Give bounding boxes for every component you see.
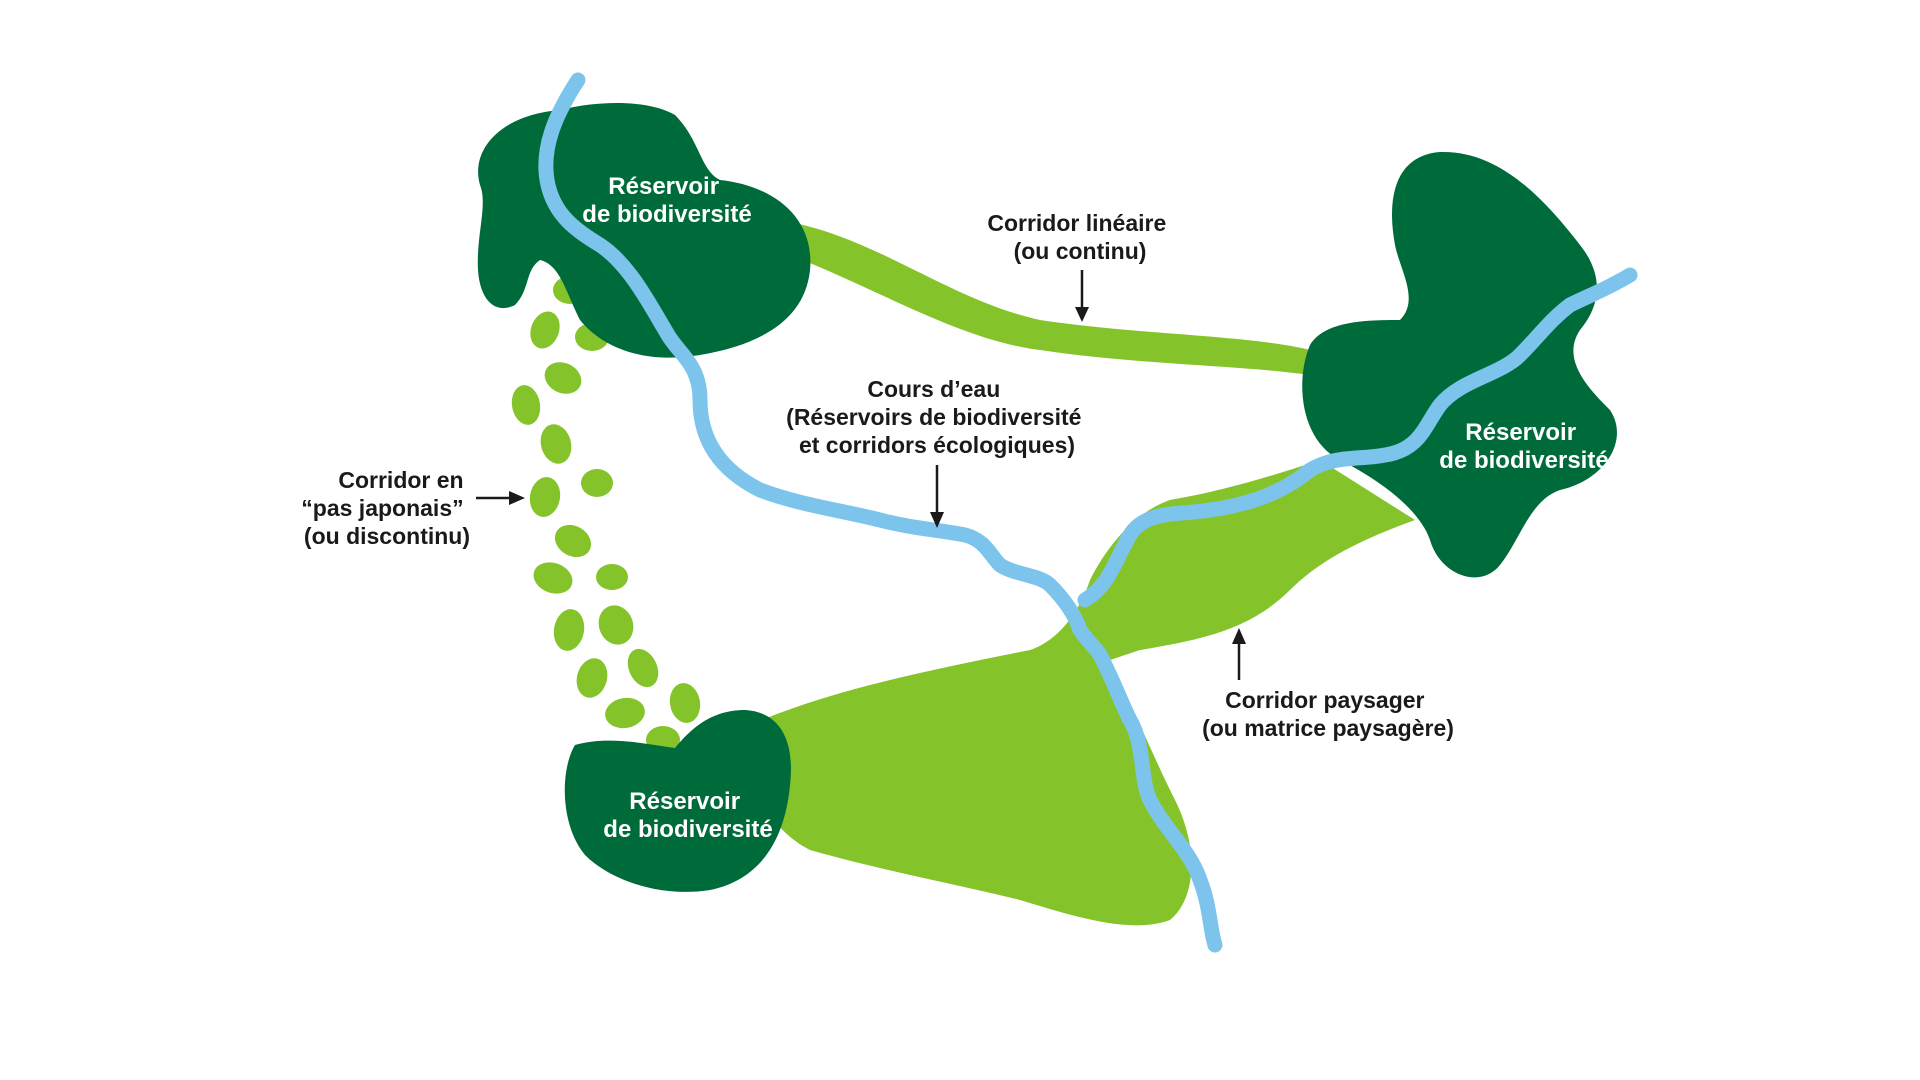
linear-corridor-label: Corridor linéaire (ou continu) — [987, 210, 1172, 264]
landscape-corridor-arrow — [1232, 628, 1246, 680]
stepping-stone-corridor-label: Corridor en “pas japonais” (ou discontin… — [301, 467, 470, 549]
stepping-stone — [540, 424, 572, 464]
stepping-stone-corridor-arrow — [476, 491, 525, 505]
stepping-stone — [598, 605, 634, 645]
stepping-stone — [544, 362, 582, 394]
watercourse-arrow — [930, 465, 944, 528]
stepping-stone — [511, 385, 541, 425]
reservoir-bottom-left-shape — [564, 710, 791, 892]
stepping-stone — [627, 648, 659, 688]
watercourse-label: Cours d’eau (Réservoirs de biodiversité … — [786, 376, 1088, 458]
stepping-stone — [533, 562, 573, 594]
river — [538, 72, 1638, 953]
stepping-stone — [576, 658, 608, 698]
stepping-stone — [530, 311, 560, 349]
stepping-stone — [553, 609, 585, 651]
river-branch — [1077, 267, 1638, 608]
landscape-corridor-shape — [748, 460, 1415, 926]
stepping-stone — [529, 477, 561, 517]
reservoir-right-shape — [1302, 151, 1617, 578]
reservoir-right-label: Réservoir de biodiversité — [1439, 419, 1608, 474]
reservoir-top-left-label: Réservoir de biodiversité — [582, 173, 751, 228]
stepping-stone — [554, 524, 592, 558]
stepping-stone — [581, 469, 613, 497]
linear-corridor-shape — [790, 222, 1310, 375]
river-main-channel — [538, 72, 1223, 953]
reservoir-top-left-shape — [477, 103, 811, 358]
reservoir-bottom-left-label: Réservoir de biodiversité — [603, 788, 772, 843]
stepping-stone — [596, 564, 628, 590]
landscape-corridor-label: Corridor paysager (ou matrice paysagère) — [1202, 687, 1454, 741]
stepping-stone-corridor — [511, 276, 701, 754]
stepping-stone — [605, 697, 645, 729]
stepping-stone — [669, 683, 701, 723]
linear-corridor-arrow — [1075, 270, 1089, 322]
